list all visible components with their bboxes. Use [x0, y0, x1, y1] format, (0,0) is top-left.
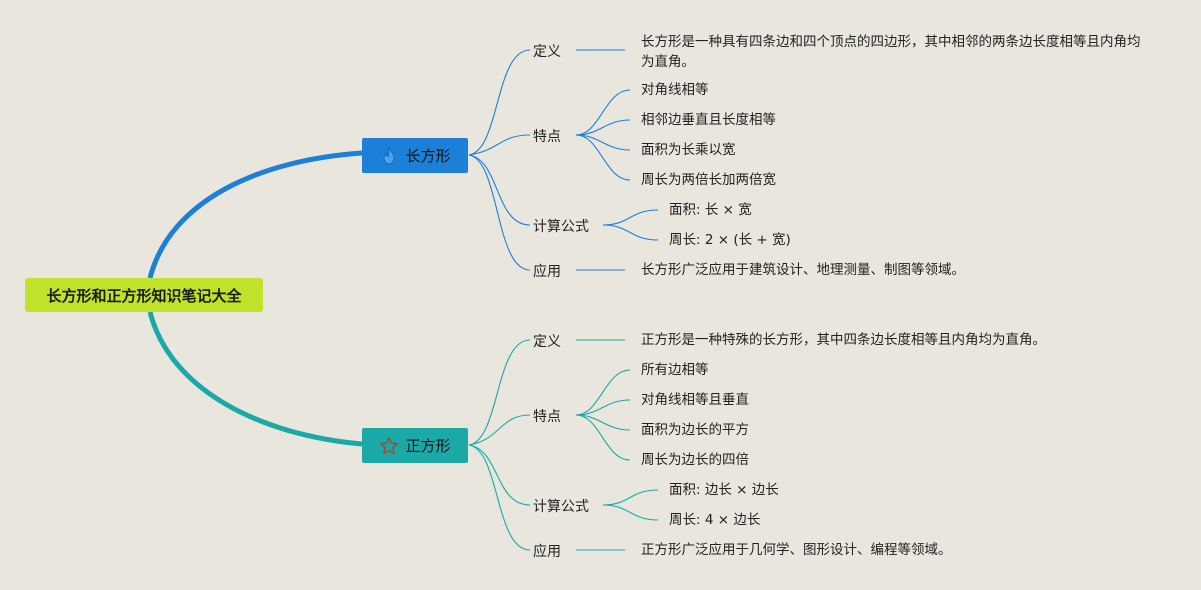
rect-category-application[interactable]: 应用 — [533, 261, 561, 281]
branch-square[interactable]: 正方形 — [362, 428, 468, 463]
leaf-text: 面积为边长的平方 — [641, 422, 749, 438]
leaf-text: 面积: 长 × 宽 — [669, 202, 752, 218]
rect-formula-1[interactable]: 面积: 长 × 宽 — [669, 200, 752, 220]
rect-feature-3[interactable]: 面积为长乘以宽 — [641, 140, 736, 160]
connector-rect-feat-2 — [575, 119, 631, 136]
square-category-features[interactable]: 特点 — [533, 406, 561, 426]
category-label: 应用 — [533, 544, 561, 560]
leaf-text: 长方形广泛应用于建筑设计、地理测量、制图等领域。 — [641, 262, 965, 278]
rect-application-text[interactable]: 长方形广泛应用于建筑设计、地理测量、制图等领域。 — [641, 260, 965, 280]
rect-feature-2[interactable]: 相邻边垂直且长度相等 — [641, 110, 776, 130]
flame-icon — [384, 146, 395, 164]
connector-root-rect — [147, 150, 363, 279]
star-icon — [380, 436, 399, 454]
square-definition-text[interactable]: 正方形是一种特殊的长方形，其中四条边长度相等且内角均为直角。 — [641, 330, 1046, 350]
connector-square-formulas — [468, 444, 531, 506]
rect-feature-1[interactable]: 对角线相等 — [641, 80, 709, 100]
category-label: 特点 — [533, 409, 561, 425]
rect-definition-text[interactable]: 长方形是一种具有四条边和四个顶点的四边形，其中相邻的两条边长度相等且内角均为直角… — [641, 32, 1141, 72]
connector-square-form-1 — [602, 489, 659, 506]
connector-square-feat-4 — [575, 414, 631, 461]
rect-feature-4[interactable]: 周长为两倍长加两倍宽 — [641, 170, 776, 190]
square-category-application[interactable]: 应用 — [533, 541, 561, 561]
connector-rect-definition — [468, 49, 531, 156]
square-feature-2[interactable]: 对角线相等且垂直 — [641, 390, 749, 410]
square-category-definition[interactable]: 定义 — [533, 331, 561, 351]
connector-square-features — [468, 414, 531, 446]
leaf-text: 周长为边长的四倍 — [641, 452, 749, 468]
rect-formula-2[interactable]: 周长: 2 × (长 + 宽) — [669, 230, 791, 250]
category-label: 计算公式 — [533, 499, 589, 515]
square-category-formulas[interactable]: 计算公式 — [533, 496, 589, 516]
root-title: 长方形和正方形知识笔记大全 — [46, 286, 242, 305]
rect-category-features[interactable]: 特点 — [533, 126, 561, 146]
leaf-text: 周长: 2 × (长 + 宽) — [669, 232, 791, 248]
connector-rect-feat-4 — [575, 134, 631, 181]
square-formula-1[interactable]: 面积: 边长 × 边长 — [669, 480, 779, 500]
leaf-text: 正方形广泛应用于几何学、图形设计、编程等领域。 — [641, 542, 952, 558]
square-feature-1[interactable]: 所有边相等 — [641, 360, 709, 380]
square-feature-4[interactable]: 周长为边长的四倍 — [641, 450, 749, 470]
connector-square-feat-1 — [575, 369, 631, 416]
connector-rect-features — [468, 134, 531, 156]
category-label: 特点 — [533, 129, 561, 145]
leaf-text: 长方形是一种具有四条边和四个顶点的四边形，其中相邻的两条边长度相等且内角均为直角… — [641, 34, 1141, 70]
category-label: 计算公式 — [533, 219, 589, 235]
connector-rect-feat-1 — [575, 89, 631, 136]
leaf-text: 周长: 4 × 边长 — [669, 512, 761, 528]
branch-rectangle-label: 长方形 — [405, 147, 451, 165]
root-topic[interactable]: 长方形和正方形知识笔记大全 — [25, 278, 263, 312]
leaf-text: 面积为长乘以宽 — [641, 142, 736, 158]
connector-square-form-2 — [602, 504, 659, 521]
square-formula-2[interactable]: 周长: 4 × 边长 — [669, 510, 760, 530]
leaf-text: 所有边相等 — [641, 362, 709, 378]
connector-rect-formulas — [468, 154, 531, 226]
leaf-text: 对角线相等 — [641, 82, 709, 98]
connector-square-feat-2 — [575, 399, 631, 416]
leaf-text: 面积: 边长 × 边长 — [669, 482, 779, 498]
category-label: 应用 — [533, 264, 561, 280]
connector-square-feat-3 — [575, 414, 631, 431]
connector-rect-form-1 — [602, 209, 659, 226]
leaf-text: 对角线相等且垂直 — [641, 392, 749, 408]
square-application-text[interactable]: 正方形广泛应用于几何学、图形设计、编程等领域。 — [641, 540, 952, 560]
connector-rect-application — [468, 154, 531, 271]
rect-category-formulas[interactable]: 计算公式 — [533, 216, 589, 236]
connector-square-definition — [468, 339, 531, 446]
category-label: 定义 — [533, 44, 561, 60]
leaf-text: 相邻边垂直且长度相等 — [641, 112, 776, 128]
connector-root-square — [147, 311, 363, 447]
connector-rect-form-2 — [602, 224, 659, 241]
square-feature-3[interactable]: 面积为边长的平方 — [641, 420, 749, 440]
connector-rect-feat-3 — [575, 134, 631, 151]
category-label: 定义 — [533, 334, 561, 350]
connector-square-application — [468, 444, 531, 551]
rect-category-definition[interactable]: 定义 — [533, 41, 561, 61]
branch-rectangle[interactable]: 长方形 — [362, 138, 468, 173]
leaf-text: 正方形是一种特殊的长方形，其中四条边长度相等且内角均为直角。 — [641, 332, 1046, 348]
branch-square-label: 正方形 — [405, 437, 451, 455]
leaf-text: 周长为两倍长加两倍宽 — [641, 172, 776, 188]
